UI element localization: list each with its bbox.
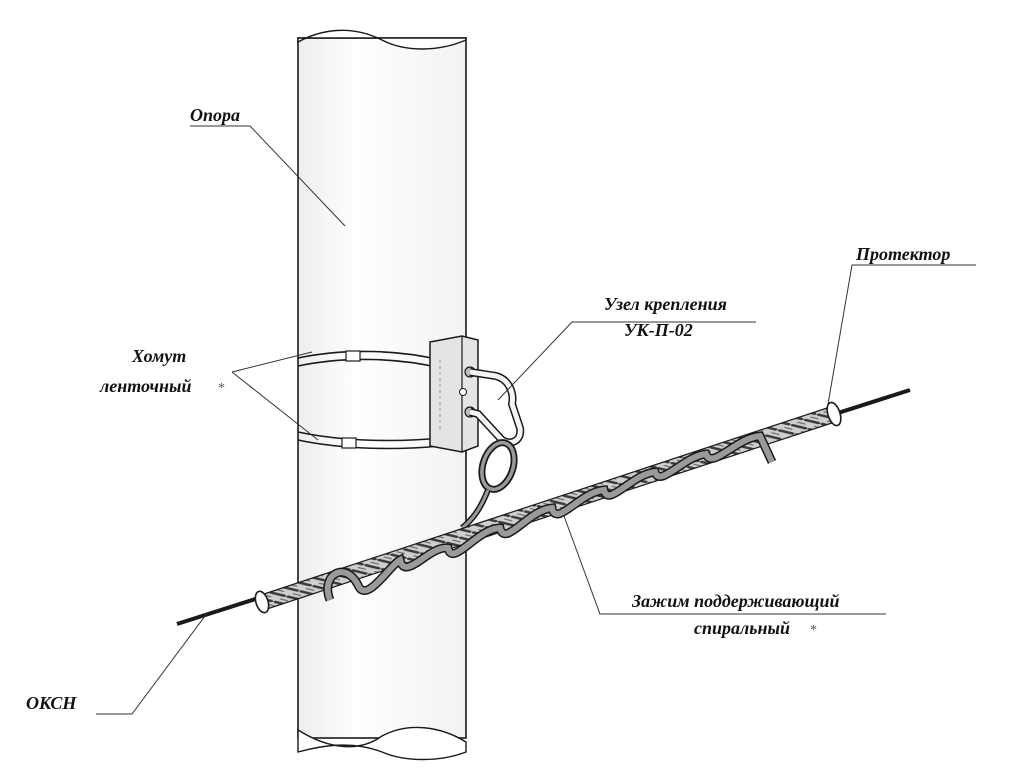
leader-mount: [497, 321, 756, 401]
mount-bracket: [429, 335, 525, 531]
labels: Опора Протектор Узел крепления УК-П-02 Х…: [26, 105, 950, 713]
leader-lines: [96, 125, 976, 715]
protector-end-right: [826, 401, 842, 427]
label-band-line1: Хомут: [131, 346, 186, 366]
band-strap-upper: [297, 350, 441, 361]
band-strap-lower: [297, 431, 441, 442]
label-pole: Опора: [190, 105, 240, 125]
leader-band-upper: [231, 351, 313, 373]
label-clamp-line2: спиральный: [694, 618, 790, 638]
band-buckle-lower: [341, 437, 357, 449]
leader-band-lower: [231, 371, 319, 441]
leader-cable: [96, 611, 209, 715]
protector-end-left: [254, 590, 270, 614]
band-buckle-upper: [345, 350, 361, 362]
leader-protector: [827, 264, 976, 405]
label-mount-line1: Узел крепления: [604, 294, 727, 314]
asterisk-mark-icon: *: [218, 381, 225, 396]
label-protector: Протектор: [855, 244, 950, 264]
label-clamp-line1: Зажим поддерживающий: [631, 591, 840, 611]
label-band-line2: ленточный: [99, 376, 191, 396]
pole-top-break: [297, 29, 467, 50]
label-mount-line2: УК-П-02: [624, 320, 693, 340]
bracket-plate: [429, 335, 479, 453]
spiral-clamp: [254, 401, 842, 614]
label-cable: ОКСН: [26, 693, 77, 713]
leader-pole: [190, 125, 346, 227]
asterisk-mark-icon: *: [810, 623, 817, 638]
leader-clamp: [563, 515, 886, 615]
band-straps: [297, 350, 441, 450]
pole-bottom-break: [297, 726, 467, 761]
